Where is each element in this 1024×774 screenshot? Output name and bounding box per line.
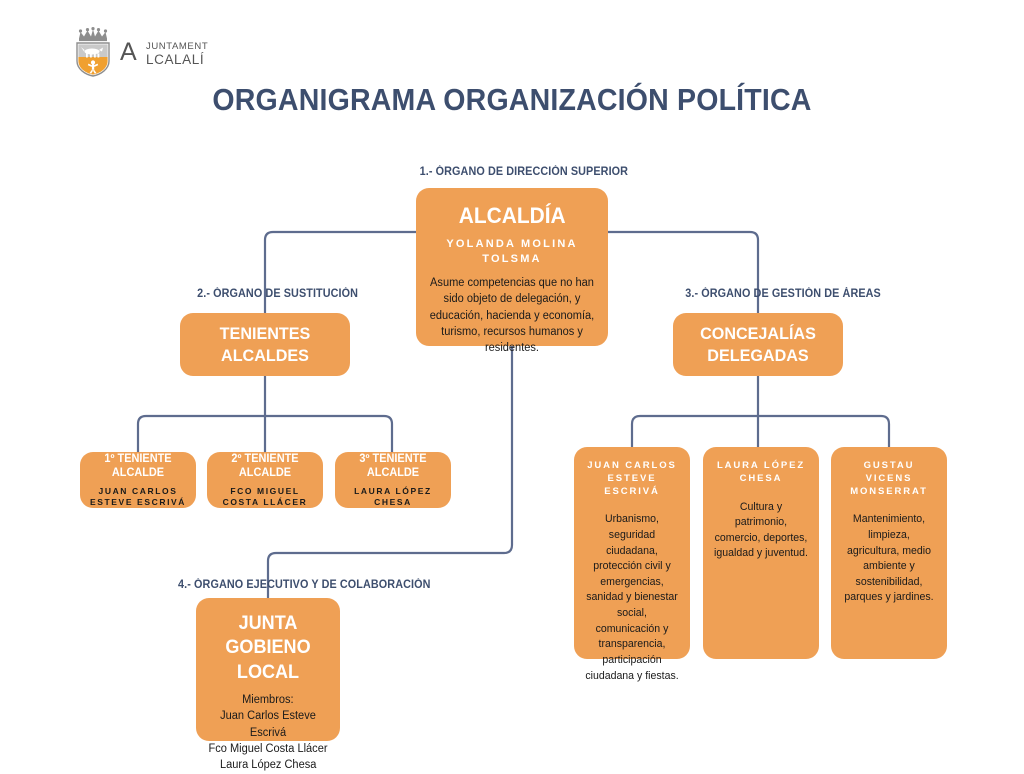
teniente-3-person: LAURA LÓPEZ CHESA [354, 486, 432, 508]
junta-title: JUNTA GOBIENO LOCAL [225, 613, 311, 683]
node-teniente-alcalde-3[interactable]: 3º TENIENTE ALCALDE LAURA LÓPEZ CHESA [335, 452, 451, 508]
node-tenientes-title: TENIENTES ALCALDES [219, 323, 311, 365]
connector-tenientes-bus [136, 414, 394, 454]
teniente-2-person: FCO MIGUEL COSTA LLÁCER [222, 486, 308, 508]
logo-line-ajuntament: JUNTAMENT [146, 41, 209, 52]
coat-of-arms-icon [72, 27, 118, 77]
teniente-1-person: JUAN CARLOS ESTEVE ESCRIVÁ [89, 486, 187, 508]
node-concejalias-delegadas[interactable]: CONCEJALÍAS DELEGADAS [673, 313, 843, 376]
concejal-2-person: LAURA LÓPEZ CHESA [716, 460, 806, 484]
junta-member-1: Juan Carlos Esteve Escrivá [220, 710, 316, 739]
concejal-3-areas: Mantenimiento, limpieza, agricultura, me… [844, 513, 934, 604]
logo-line-alcalali: LCALALÍ [146, 51, 205, 67]
teniente-3-title: 3º TENIENTE ALCALDE [359, 452, 427, 480]
node-concejalias-title: CONCEJALÍAS DELEGADAS [700, 323, 816, 365]
concejal-1-person: JUAN CARLOS ESTEVE ESCRIVÁ [587, 460, 677, 497]
caption-level-1: 1.- ÓRGANO DE DIRECCIÓN SUPERIOR [419, 166, 629, 178]
node-teniente-alcalde-2[interactable]: 2º TENIENTE ALCALDE FCO MIGUEL COSTA LLÁ… [207, 452, 323, 508]
node-alcaldia[interactable]: ALCALDÍA YOLANDA MOLINA TOLSMA Asume com… [416, 188, 608, 354]
node-alcaldia-title: ALCALDÍA [458, 203, 566, 228]
node-teniente-alcalde-1[interactable]: 1º TENIENTE ALCALDE JUAN CARLOS ESTEVE E… [80, 452, 196, 508]
junta-members-label: Miembros: [242, 693, 294, 706]
caption-level-3: 3.- ÓRGANO DE GESTIÓN DE ÁREAS [685, 288, 881, 300]
teniente-2-title: 2º TENIENTE ALCALDE [231, 452, 299, 480]
connector-alcaldia-to-concejalias [602, 230, 760, 315]
junta-member-2: Fco Miguel Costa Llácer [208, 742, 328, 755]
concejal-2-areas: Cultura y patrimonio, comercio, deportes… [714, 500, 808, 560]
node-concejal-1[interactable]: JUAN CARLOS ESTEVE ESCRIVÁ Urbanismo, se… [574, 447, 690, 682]
concejal-3-person: GUSTAU VICENS MONSERRAT [850, 460, 928, 497]
page-title: ORGANIGRAMA ORGANIZACIÓN POLÍTICA [212, 82, 812, 117]
concejal-1-areas: Urbanismo, seguridad ciudadana, protecci… [585, 513, 679, 682]
node-alcaldia-description: Asume competencias que no han sido objet… [429, 276, 595, 355]
node-alcaldia-person: YOLANDA MOLINA TOLSMA [446, 238, 578, 265]
caption-level-2: 2.- ÓRGANO DE SUSTITUCIÓN [197, 288, 359, 300]
node-concejal-2[interactable]: LAURA LÓPEZ CHESA Cultura y patrimonio, … [703, 447, 819, 659]
connector-alcaldia-to-tenientes [263, 230, 422, 315]
junta-member-3: Laura López Chesa [219, 759, 317, 772]
node-junta-gobierno-local[interactable]: JUNTA GOBIENO LOCAL Miembros: Juan Carlo… [196, 598, 340, 771]
connector-concejalias-bus [630, 414, 891, 449]
organization-logo: A JUNTAMENT LCALALÍ [72, 26, 208, 78]
logo-initial: A [120, 38, 137, 66]
node-concejal-3[interactable]: GUSTAU VICENS MONSERRAT Mantenimiento, l… [831, 447, 947, 659]
caption-level-4: 4.- ÓRGANO EJECUTIVO Y DE COLABORACIÓN [178, 579, 431, 591]
teniente-1-title: 1º TENIENTE ALCALDE [104, 452, 172, 480]
node-tenientes-alcaldes[interactable]: TENIENTES ALCALDES [180, 313, 350, 376]
